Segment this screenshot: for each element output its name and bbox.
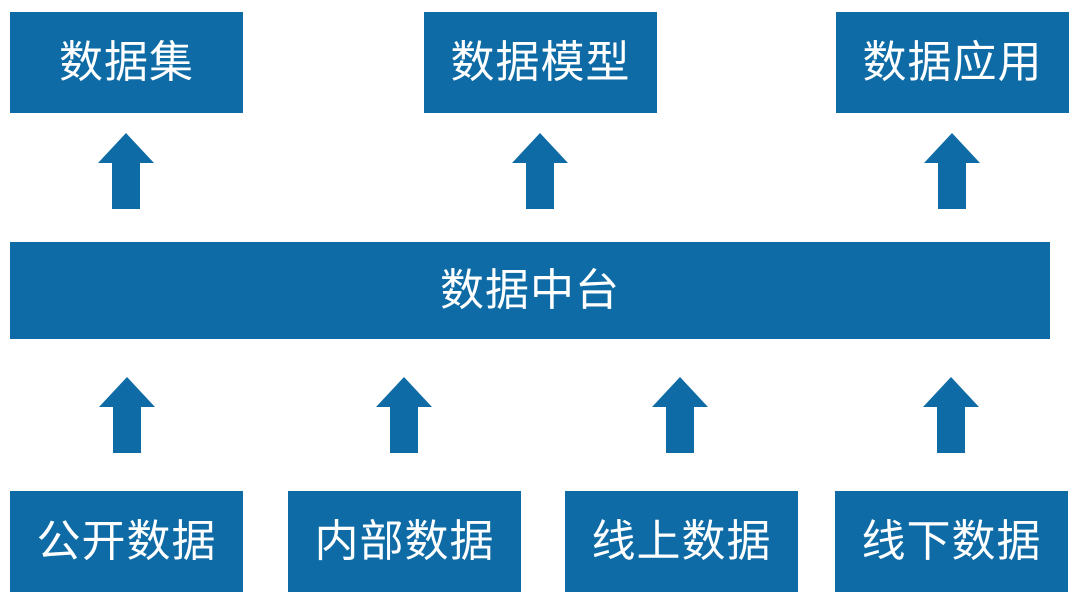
node-online-data: 线上数据 <box>565 491 798 592</box>
node-online-data-label: 线上数据 <box>591 515 772 567</box>
node-data-middle-platform: 数据中台 <box>10 242 1050 339</box>
node-dataset: 数据集 <box>10 12 243 113</box>
node-offline-data-label: 线下数据 <box>861 515 1042 567</box>
node-data-model-label: 数据模型 <box>450 36 631 88</box>
node-public-data: 公开数据 <box>10 491 243 592</box>
node-data-application-label: 数据应用 <box>862 36 1043 88</box>
node-internal-data: 内部数据 <box>288 491 521 592</box>
up-arrow-icon <box>98 133 154 209</box>
node-data-model: 数据模型 <box>424 12 657 113</box>
up-arrow-icon <box>512 133 568 209</box>
up-arrow-icon <box>99 377 155 453</box>
node-offline-data: 线下数据 <box>835 491 1068 592</box>
node-internal-data-label: 内部数据 <box>314 515 495 567</box>
node-public-data-label: 公开数据 <box>36 515 217 567</box>
node-dataset-label: 数据集 <box>59 36 194 88</box>
up-arrow-icon <box>376 377 432 453</box>
up-arrow-icon <box>924 133 980 209</box>
up-arrow-icon <box>652 377 708 453</box>
node-data-application: 数据应用 <box>836 12 1069 113</box>
node-data-middle-platform-label: 数据中台 <box>440 264 620 316</box>
up-arrow-icon <box>923 377 979 453</box>
